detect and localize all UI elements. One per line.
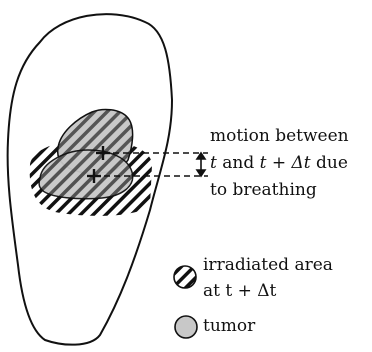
motion-annotation-line3: to breathing <box>210 181 317 200</box>
motion-arrow <box>197 153 205 176</box>
legend-irradiated-prefix: at t <box>203 281 238 301</box>
motion-annotation-and: and <box>217 153 260 173</box>
motion-annotation-due: due <box>311 153 348 173</box>
legend-irradiated-swatch <box>174 266 196 288</box>
motion-annotation-t-dt: t + Δt <box>260 153 311 173</box>
legend-tumor-swatch <box>175 316 197 338</box>
motion-annotation-line2: t and t + Δt due <box>210 154 348 173</box>
legend-irradiated-delta: + Δt <box>238 281 277 301</box>
legend-irradiated-label-line2: at t + Δt <box>203 282 276 301</box>
legend-tumor-label: tumor <box>203 317 255 336</box>
motion-annotation-t: t <box>210 153 217 173</box>
motion-annotation-line1: motion between <box>210 127 349 146</box>
legend-irradiated-label-line1: irradiated area <box>203 256 333 275</box>
